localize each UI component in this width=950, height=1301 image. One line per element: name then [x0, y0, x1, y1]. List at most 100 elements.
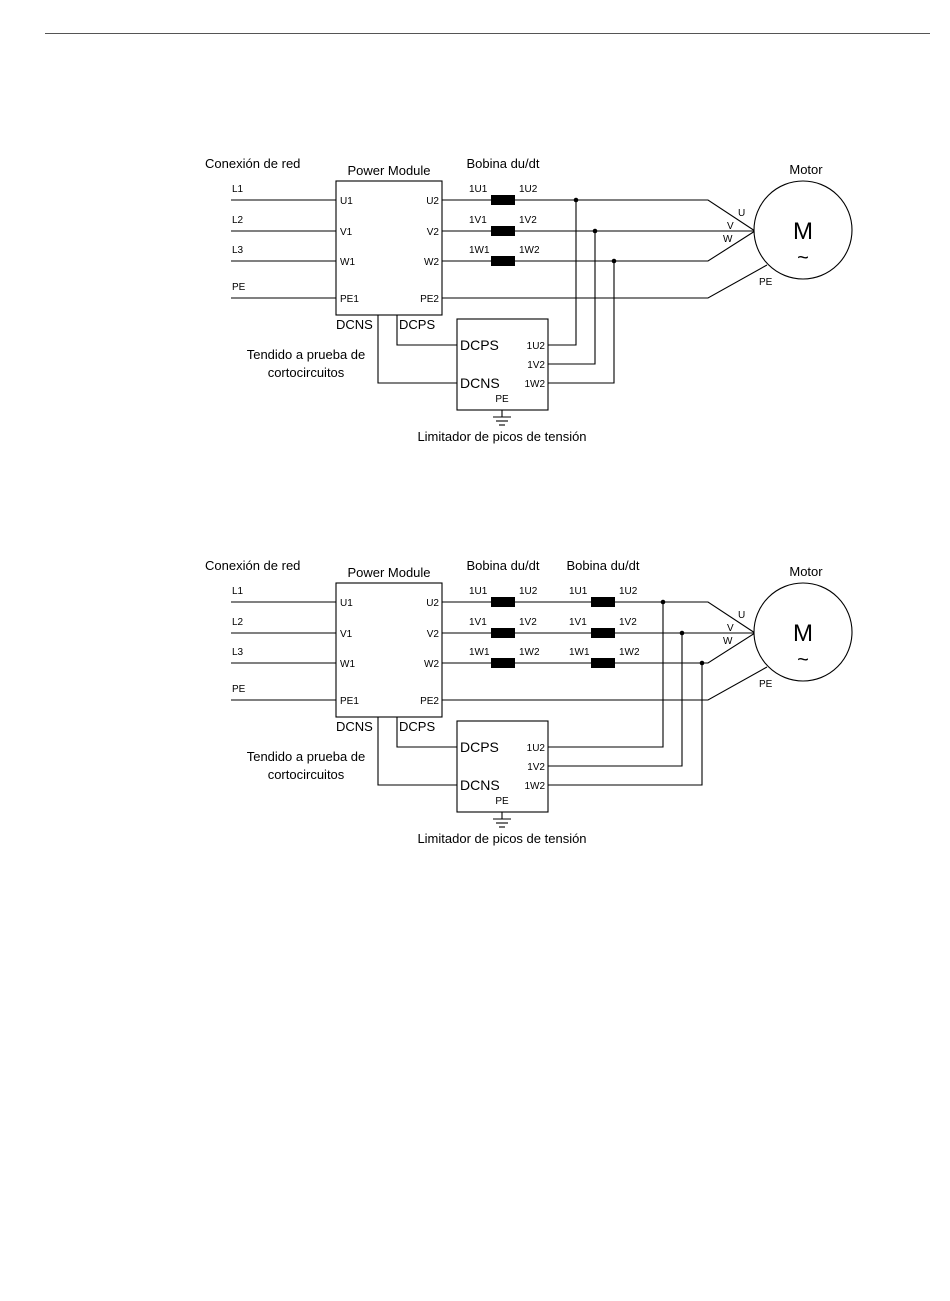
limiter-pin-1w2: 1W2: [524, 379, 545, 390]
limiter-dcps-pin: DCPS: [460, 337, 499, 353]
motor-symbol: M: [793, 218, 813, 245]
module-input-u1: U1: [340, 598, 353, 609]
wiring-diagram-double-coil: Conexión de red Power Module Motor Bobina d…: [205, 558, 853, 846]
limiter-pe-label: PE: [495, 394, 509, 405]
module-output-v2: V2: [427, 629, 440, 640]
motor-circle: [753, 582, 853, 682]
module-output-w2: W2: [424, 659, 439, 670]
mains-line-label-l2: L2: [232, 215, 244, 226]
coil-body: [591, 628, 615, 638]
header-rule: [45, 33, 930, 34]
limiter-tap-wire: [548, 200, 577, 346]
motor-label: Motor: [789, 162, 823, 177]
module-output-pe2: PE2: [420, 696, 439, 707]
coil-pin-in: 1U1: [469, 184, 488, 195]
mains-line-label-l3: L3: [232, 647, 244, 658]
limiter-dcns-pin: DCNS: [460, 375, 500, 391]
coil-body: [591, 658, 615, 668]
dcps-wire: [396, 717, 457, 748]
limiter-tap-wire: [548, 602, 664, 748]
power-module-label: Power Module: [347, 565, 430, 580]
coil-pin-in: 1V1: [569, 617, 587, 628]
coil-pin-in: 1U1: [469, 586, 488, 597]
motor-terminal-v: V: [727, 221, 734, 232]
limiter-tap-wire: [548, 633, 683, 767]
mains-connection-label: Conexión de red: [205, 558, 300, 573]
coil-body: [491, 195, 515, 205]
coil-pin-out: 1W2: [619, 647, 640, 658]
motor-terminal-pe: PE: [759, 277, 773, 288]
module-input-pe1: PE1: [340, 294, 359, 305]
module-input-w1: W1: [340, 257, 355, 268]
motor-terminal-w: W: [723, 636, 733, 647]
mains-line-label-l3: L3: [232, 245, 244, 256]
coil-pin-in: 1U1: [569, 586, 588, 597]
coil-pin-out: 1V2: [619, 617, 637, 628]
module-input-w1: W1: [340, 659, 355, 670]
coil-pin-out: 1W2: [519, 245, 540, 256]
du-dt-coil-title: Bobina du/dt: [466, 156, 539, 171]
dcns-wire: [377, 717, 457, 786]
coil-body: [591, 597, 615, 607]
module-dcns-label: DCNS: [336, 719, 373, 734]
module-output-v2: V2: [427, 227, 440, 238]
coil-pin-in: 1W1: [469, 647, 490, 658]
motor-terminal-u: U: [738, 208, 745, 219]
short-circuit-proof-label: Tendido a prueba de: [247, 749, 366, 764]
limiter-pin-1w2: 1W2: [524, 781, 545, 792]
mains-connection-label: Conexión de red: [205, 156, 300, 171]
limiter-dcns-pin: DCNS: [460, 777, 500, 793]
coil-body: [491, 226, 515, 236]
coil-pin-in: 1W1: [569, 647, 590, 658]
module-dcns-label: DCNS: [336, 317, 373, 332]
junction-dot: [592, 228, 598, 234]
power-module-label: Power Module: [347, 163, 430, 178]
motor-label: Motor: [789, 564, 823, 579]
du-dt-coil-title: Bobina du/dt: [566, 558, 639, 573]
module-input-u1: U1: [340, 196, 353, 207]
phase-wire: [442, 199, 756, 232]
motor-symbol: M: [793, 620, 813, 647]
motor-circle: [753, 180, 853, 280]
motor-terminal-pe: PE: [759, 679, 773, 690]
motor-terminal-w: W: [723, 234, 733, 245]
module-output-w2: W2: [424, 257, 439, 268]
phase-wire: [442, 601, 756, 634]
pe-wire: [442, 666, 768, 701]
coil-pin-in: 1V1: [469, 215, 487, 226]
coil-pin-out: 1U2: [619, 586, 638, 597]
module-input-v1: V1: [340, 227, 353, 238]
limiter-tap-wire: [548, 261, 615, 384]
phase-wire: [442, 230, 756, 262]
pe-wire: [442, 264, 768, 299]
coil-pin-in: 1V1: [469, 617, 487, 628]
coil-body: [491, 597, 515, 607]
limiter-pin-1u2: 1U2: [527, 743, 546, 754]
coil-body: [491, 658, 515, 668]
short-circuit-proof-label-2: cortocircuitos: [268, 767, 345, 782]
dcps-wire: [396, 315, 457, 346]
limiter-tap-wire: [548, 231, 596, 365]
module-output-pe2: PE2: [420, 294, 439, 305]
module-dcps-label: DCPS: [399, 719, 435, 734]
junction-dot: [573, 197, 579, 203]
mains-line-label-pe: PE: [232, 684, 246, 695]
motor-ac-symbol: ~: [797, 247, 809, 269]
module-input-v1: V1: [340, 629, 353, 640]
coil-pin-out: 1V2: [519, 215, 537, 226]
voltage-limiter-label: Limitador de picos de tensión: [417, 831, 586, 846]
voltage-limiter-label: Limitador de picos de tensión: [417, 429, 586, 444]
mains-line-label-l1: L1: [232, 586, 244, 597]
junction-dot: [699, 660, 705, 666]
coil-pin-in: 1W1: [469, 245, 490, 256]
limiter-pe-label: PE: [495, 796, 509, 807]
dcns-wire: [377, 315, 457, 384]
power-module-box: [335, 582, 443, 718]
motor-terminal-u: U: [738, 610, 745, 621]
short-circuit-proof-label: Tendido a prueba de: [247, 347, 366, 362]
power-module-box: [335, 180, 443, 316]
junction-dot: [679, 630, 685, 636]
junction-dot: [660, 599, 666, 605]
limiter-pin-1v2: 1V2: [527, 762, 545, 773]
mains-line-label-l1: L1: [232, 184, 244, 195]
